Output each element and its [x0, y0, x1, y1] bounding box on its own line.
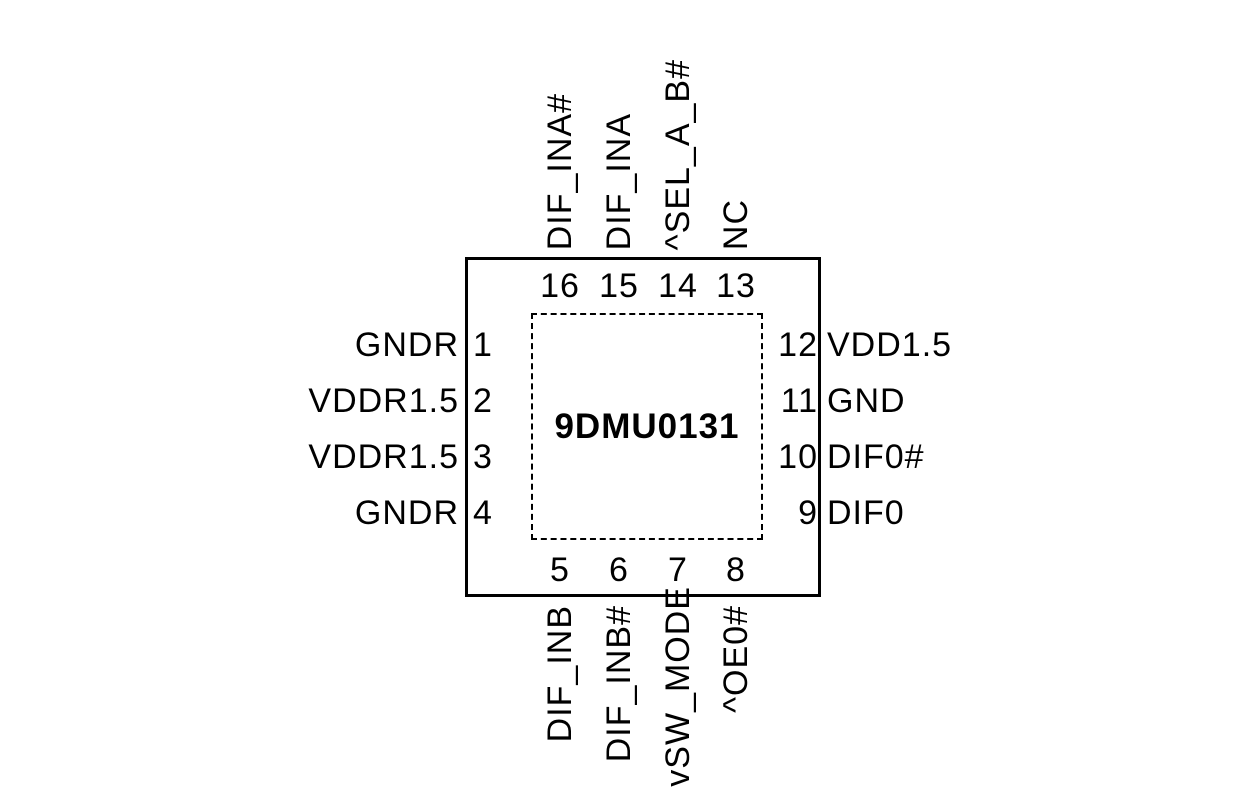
part-number: 9DMU0131: [554, 406, 740, 446]
pin-label-14: ^SEL_A_B#: [659, 58, 697, 250]
pin-number-6: 6: [609, 551, 629, 589]
pin-label-3: VDDR1.5: [308, 438, 459, 476]
pin-label-6: DIF_INB#: [600, 605, 638, 763]
pin-label-6-text: DIF_INB#: [600, 605, 638, 763]
pin-label-11: GND: [827, 382, 906, 420]
pin-number-16: 16: [540, 267, 580, 305]
pin-number-2: 2: [473, 382, 493, 420]
pin-number-15: 15: [599, 267, 639, 305]
pin-label-14-text: ^SEL_A_B#: [659, 58, 697, 250]
pin-label-12: VDD1.5: [827, 326, 953, 364]
pin-number-11: 11: [780, 382, 818, 420]
pin-label-13-text: NC: [717, 198, 755, 250]
pin-label-2: VDDR1.5: [308, 382, 459, 420]
pin-label-8: ^OE0#: [717, 605, 755, 713]
pin-label-5-text: DIF_INB: [541, 605, 579, 743]
pin-label-15-text: DIF_INA: [600, 112, 638, 250]
pin-label-7-text: vSW_MODE: [659, 586, 697, 787]
die-outline: 9DMU0131: [531, 313, 763, 540]
pin-number-13: 13: [716, 267, 756, 305]
pin-number-12: 12: [778, 326, 818, 364]
pin-label-15: DIF_INA: [600, 112, 638, 250]
pin-number-1: 1: [473, 326, 493, 364]
chip-package-outline: [465, 257, 821, 597]
pin-label-16-text: DIF_INA#: [541, 92, 579, 250]
pin-label-1: GNDR: [354, 326, 459, 364]
pin-label-13: NC: [717, 198, 755, 250]
pin-label-7: vSW_MODE: [659, 586, 697, 787]
pin-label-8-text: ^OE0#: [717, 605, 755, 713]
pin-label-9: DIF0: [827, 494, 905, 532]
pin-number-10: 10: [778, 438, 818, 476]
pin-label-4: GNDR: [354, 494, 459, 532]
pin-label-5: DIF_INB: [541, 605, 579, 743]
pin-number-8: 8: [726, 551, 746, 589]
pin-number-3: 3: [473, 438, 493, 476]
pin-number-9: 9: [798, 494, 818, 532]
pin-label-16: DIF_INA#: [541, 92, 579, 250]
pin-number-14: 14: [658, 267, 698, 305]
pin-number-4: 4: [473, 494, 493, 532]
pin-number-5: 5: [550, 551, 570, 589]
pin-label-10: DIF0#: [827, 438, 925, 476]
pin-number-7: 7: [668, 551, 688, 589]
